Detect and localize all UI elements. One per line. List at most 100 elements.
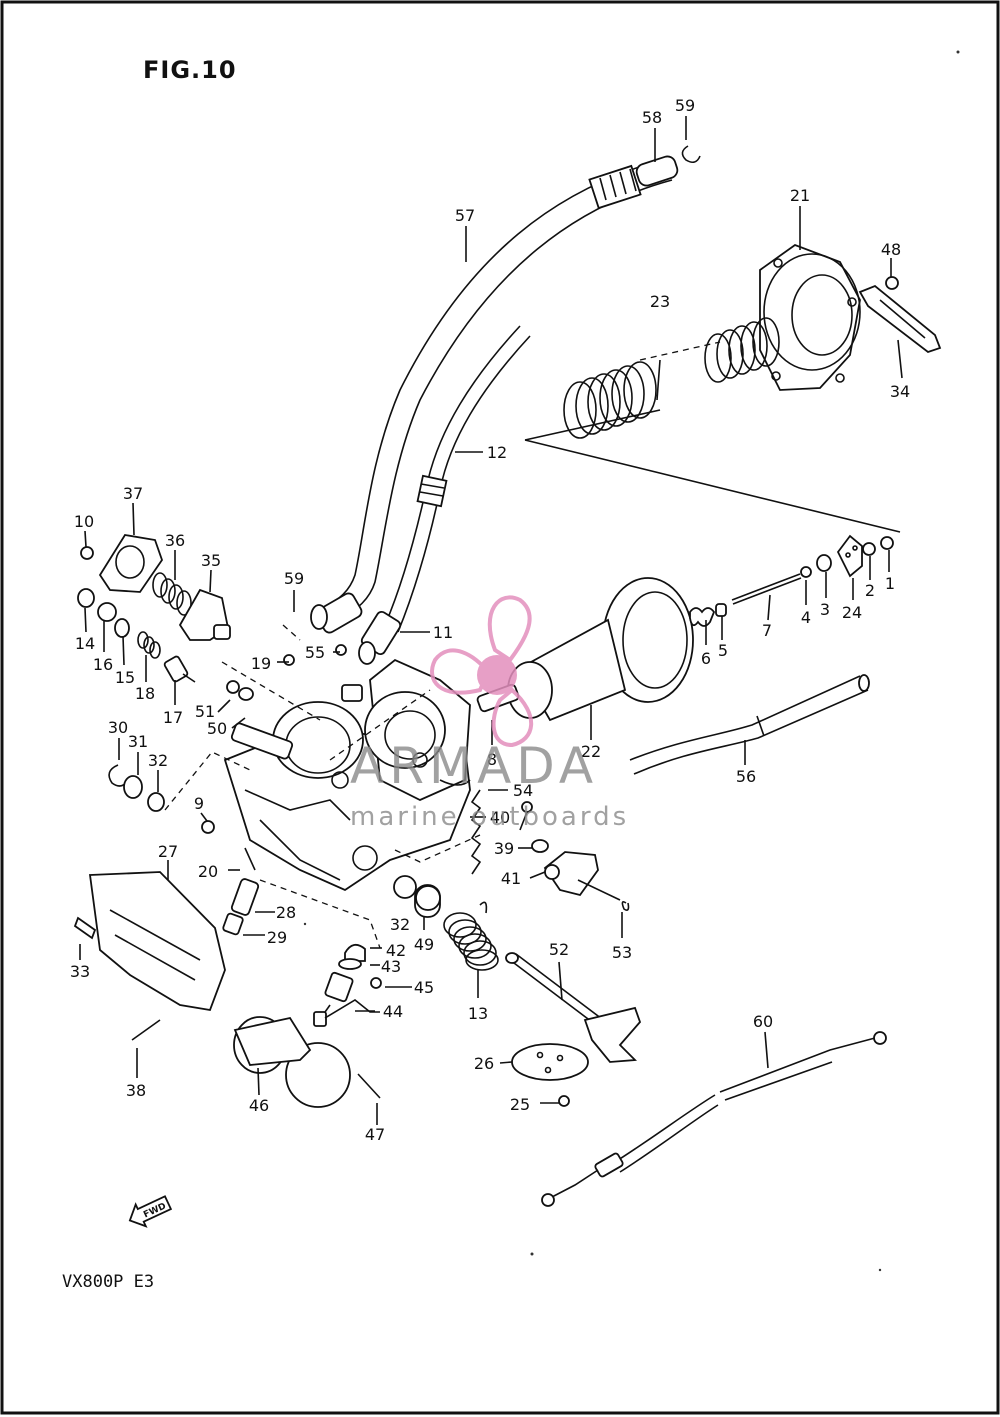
part-label-20: 20 xyxy=(198,862,218,881)
part-label-14: 14 xyxy=(75,634,95,653)
part-label-5: 5 xyxy=(718,641,728,660)
throttle-plate-26 xyxy=(499,1043,589,1107)
part-label-43: 43 xyxy=(381,957,401,976)
needle-valve-42-45 xyxy=(313,943,412,1027)
part-label-6: 6 xyxy=(701,649,711,668)
part-label-7: 7 xyxy=(762,621,772,640)
armada-watermark: ARMADA marine outboards xyxy=(350,595,629,832)
figure-title: FIG.10 xyxy=(143,56,237,84)
part-label-51: 51 xyxy=(195,702,215,721)
part-label-44: 44 xyxy=(383,1002,403,1021)
part-label-32: 32 xyxy=(390,915,410,934)
model-code: VX800P E3 xyxy=(62,1272,154,1292)
part-label-38: 38 xyxy=(126,1081,146,1100)
part-label-32: 32 xyxy=(148,751,168,770)
part-label-18: 18 xyxy=(135,684,155,703)
part-label-50: 50 xyxy=(207,719,227,738)
throttle-shaft-52 xyxy=(505,952,642,1063)
part-label-16: 16 xyxy=(93,655,113,674)
part-label-36: 36 xyxy=(165,531,185,550)
hose-57 xyxy=(310,155,679,634)
part-label-26: 26 xyxy=(474,1054,494,1073)
part-label-2: 2 xyxy=(865,581,875,600)
part-label-56: 56 xyxy=(736,767,756,786)
part-label-35: 35 xyxy=(201,551,221,570)
clip-59-upper xyxy=(681,145,701,164)
dash-54 xyxy=(394,834,481,863)
guide-line-2 xyxy=(524,409,661,441)
jets-20-28-29 xyxy=(222,847,275,936)
part-label-34: 34 xyxy=(890,382,910,401)
part-label-52: 52 xyxy=(549,940,569,959)
part-label-31: 31 xyxy=(128,732,148,751)
part-label-49: 49 xyxy=(414,935,434,954)
part-label-25: 25 xyxy=(510,1095,530,1114)
part-label-22: 22 xyxy=(581,742,601,761)
part-label-41: 41 xyxy=(501,869,521,888)
part-label-9: 9 xyxy=(194,794,204,813)
part-label-60: 60 xyxy=(753,1012,773,1031)
part-label-37: 37 xyxy=(123,484,143,503)
vacuum-piston-22 xyxy=(476,577,694,740)
part-label-42: 42 xyxy=(386,941,406,960)
throttle-cable-60 xyxy=(541,1031,887,1207)
part-label-48: 48 xyxy=(881,240,901,259)
part-label-39: 39 xyxy=(494,839,514,858)
part-label-21: 21 xyxy=(790,186,810,205)
part-label-45: 45 xyxy=(414,978,434,997)
throttle-linkage-39-41 xyxy=(470,789,630,938)
part-label-15: 15 xyxy=(115,668,135,687)
part-label-46: 46 xyxy=(249,1096,269,1115)
propeller-logo-icon xyxy=(430,595,534,748)
part-label-53: 53 xyxy=(612,943,632,962)
part-label-24: 24 xyxy=(842,603,862,622)
dash-17 xyxy=(221,661,321,721)
forward-direction-arrow: FWD xyxy=(128,1195,173,1228)
diaphragm-cover-21 xyxy=(759,243,861,391)
watermark-tagline: marine outboards xyxy=(350,802,629,832)
screws-19-51-55 xyxy=(200,651,340,834)
part-label-19: 19 xyxy=(251,654,271,673)
hose-56 xyxy=(629,674,870,775)
dash-59 xyxy=(282,624,301,641)
spring-23 xyxy=(563,317,780,439)
part-label-40: 40 xyxy=(490,808,510,827)
hose-12 xyxy=(358,325,531,665)
part-label-59: 59 xyxy=(284,569,304,588)
carburetor-body xyxy=(223,644,471,892)
leader-lines xyxy=(217,116,801,1012)
part-label-12: 12 xyxy=(487,443,507,462)
part-label-1: 1 xyxy=(885,574,895,593)
part-label-23: 23 xyxy=(650,292,670,311)
part-label-8: 8 xyxy=(487,750,497,769)
part-label-10: 10 xyxy=(74,512,94,531)
dash-11 xyxy=(329,689,431,761)
part-label-30: 30 xyxy=(108,718,128,737)
part-label-59: 59 xyxy=(675,96,695,115)
float-46 xyxy=(233,1016,381,1125)
part-label-28: 28 xyxy=(276,903,296,922)
part-label-11: 11 xyxy=(433,623,453,642)
dash-32 xyxy=(164,751,251,811)
part-label-17: 17 xyxy=(163,708,183,727)
part-label-58: 58 xyxy=(642,108,662,127)
part-label-33: 33 xyxy=(70,962,90,981)
part-label-54: 54 xyxy=(513,781,533,800)
part-label-47: 47 xyxy=(365,1125,385,1144)
bracket-34 xyxy=(858,258,942,379)
part-label-29: 29 xyxy=(267,928,287,947)
part-label-57: 57 xyxy=(455,206,475,225)
float-chamber-27 xyxy=(73,860,226,1078)
part-label-4: 4 xyxy=(801,608,811,627)
needle-assembly-1-7 xyxy=(689,534,894,645)
part-label-27: 27 xyxy=(158,842,178,861)
parts-13-32-49 xyxy=(393,875,499,998)
part-label-3: 3 xyxy=(820,600,830,619)
part-number-labels: 1234567891011121314151617181920212223242… xyxy=(70,96,910,1144)
dash-42 xyxy=(259,879,381,949)
part-label-13: 13 xyxy=(468,1004,488,1023)
watermark-brand: ARMADA xyxy=(350,737,598,795)
